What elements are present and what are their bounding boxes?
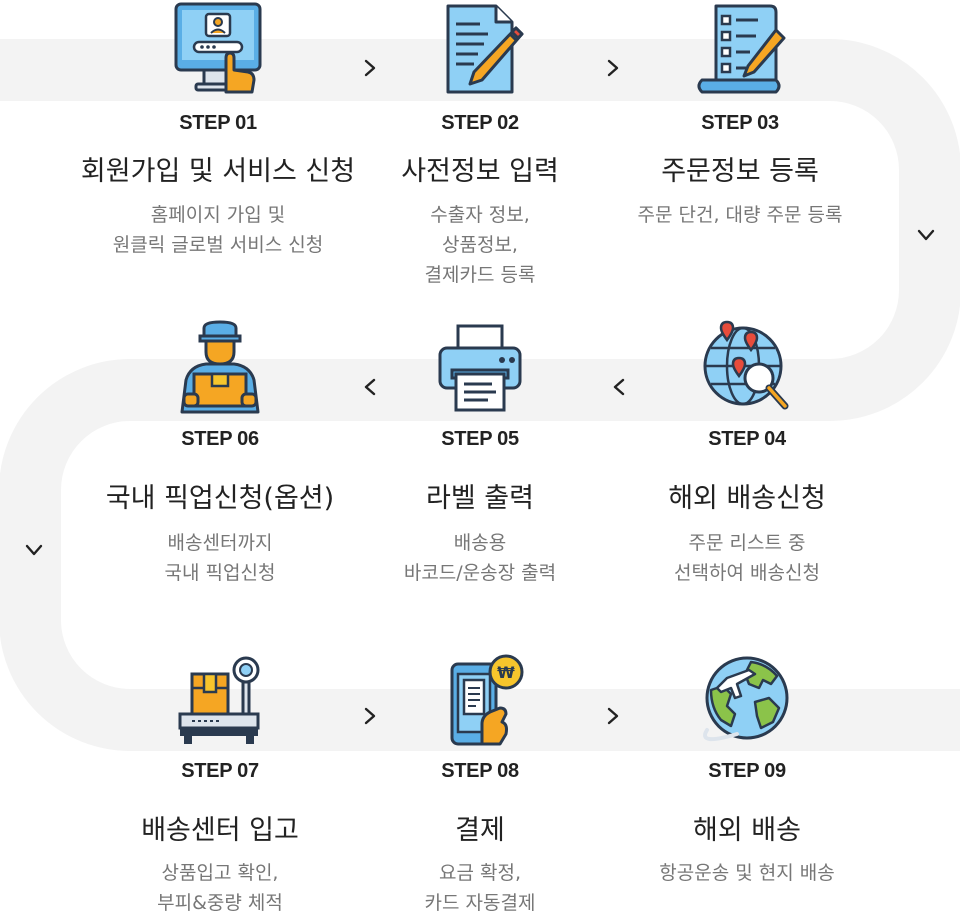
step-title: 배송센터 입고	[141, 815, 299, 846]
svg-text:₩: ₩	[497, 663, 515, 682]
step-title: 주문정보 등록	[661, 156, 819, 187]
step-description: 홈페이지 가입 및 원클릭 글로벌 서비스 신청	[112, 204, 324, 256]
step-title: 해외 배송신청	[668, 483, 826, 514]
chevron-right-icon	[607, 707, 619, 725]
mobile-payment-icon: ₩	[450, 654, 524, 746]
delivery-man-icon	[180, 320, 260, 414]
step-label: STEP 03	[701, 112, 779, 134]
step-title: 해외 배송	[693, 815, 801, 846]
globe-airplane-icon	[703, 656, 789, 742]
chevron-right-icon	[364, 707, 376, 725]
checklist-scroll-icon	[697, 4, 786, 94]
computer-login-icon	[174, 2, 262, 94]
chevron-down-icon	[917, 229, 935, 241]
step-description: 배송용 바코드/운송장 출력	[403, 532, 557, 584]
chevron-right-icon	[364, 59, 376, 77]
step-title: 라벨 출력	[426, 483, 534, 514]
step-label: STEP 01	[179, 112, 257, 134]
step-title: 회원가입 및 서비스 신청	[80, 156, 356, 187]
globe-search-icon	[703, 320, 789, 410]
chevron-down-icon	[25, 544, 43, 556]
chevron-left-icon	[613, 378, 625, 396]
chevron-right-icon	[607, 59, 619, 77]
printer-icon	[438, 324, 522, 412]
step-label: STEP 02	[441, 112, 519, 134]
step-description: 주문 리스트 중 선택하여 배송신청	[674, 532, 820, 584]
scale-box-icon	[178, 656, 260, 744]
step-title: 결제	[455, 815, 505, 846]
step-description: 상품입고 확인, 부피&중량 체적	[157, 862, 283, 914]
step-description: 요금 확정, 카드 자동결제	[424, 862, 536, 914]
step-title: 사전정보 입력	[401, 156, 559, 187]
step-description: 배송센터까지 국내 픽업신청	[164, 532, 276, 584]
chevron-left-icon	[364, 378, 376, 396]
step-description: 주문 단건, 대량 주문 등록	[637, 204, 843, 226]
step-description: 항공운송 및 현지 배송	[659, 862, 835, 884]
step-label: STEP 07	[181, 760, 259, 782]
step-description: 수출자 정보, 상품정보, 결제카드 등록	[424, 204, 536, 286]
step-label: STEP 08	[441, 760, 519, 782]
document-pen-icon	[446, 4, 524, 94]
step-label: STEP 04	[708, 428, 786, 450]
step-label: STEP 09	[708, 760, 786, 782]
step-label: STEP 06	[181, 428, 259, 450]
step-label: STEP 05	[441, 428, 519, 450]
step-title: 국내 픽업신청(옵션)	[105, 483, 335, 514]
